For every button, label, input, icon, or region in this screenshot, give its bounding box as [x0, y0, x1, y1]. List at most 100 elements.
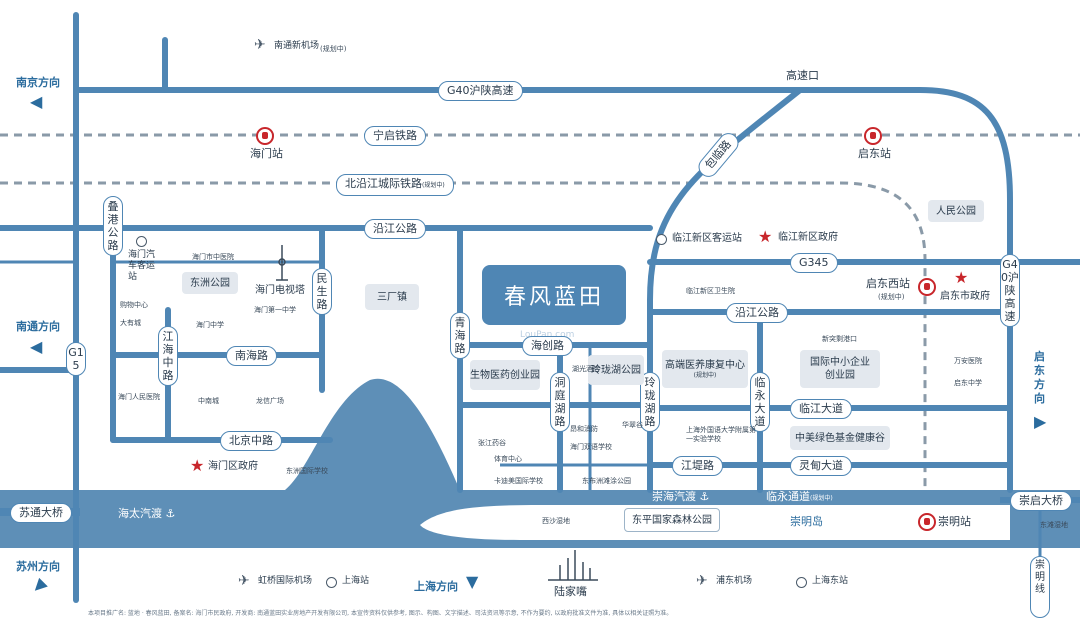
- poi-jiezun: 龙信广场: [256, 397, 284, 405]
- channel-linyong: 临永通道(规划中): [766, 490, 833, 503]
- footer-disclaimer: 本项目推广名: 蓝地 · 春风蓝田, 备案名: 海门市民政府, 开发商: 南通蓝…: [88, 610, 673, 617]
- lujiazui-label: 陆家嘴: [554, 585, 587, 598]
- road-dongting: 洞庭湖路: [550, 372, 570, 432]
- airplane-icon: ✈: [254, 37, 266, 53]
- metro-station-icon: [796, 577, 807, 588]
- project-logo: 春风蓝田: [482, 265, 626, 325]
- place-dongping: 东平国家森林公园: [624, 508, 720, 532]
- poi-wanan: 万安医院: [954, 357, 982, 365]
- road-diegang: 叠港公路: [103, 196, 123, 256]
- station-shanghai: 上海站: [342, 576, 370, 586]
- station-qidong-west: 启东西站: [866, 277, 910, 290]
- railway-station-icon: [864, 127, 882, 145]
- place-biomed: 生物医药创业园: [470, 360, 540, 390]
- arrow-down-icon: ▼: [466, 572, 479, 591]
- metro-station-icon: [326, 577, 337, 588]
- road-g40-top: G40沪陕高速: [438, 81, 523, 101]
- road-g40-right: G40沪陕高速: [1000, 254, 1020, 327]
- poi-dongzhou-school: 东洲国际学校: [286, 467, 328, 475]
- government-star-icon: ★: [954, 268, 969, 287]
- road-g345: G345: [790, 253, 838, 273]
- station-haimen: 海门站: [250, 147, 283, 160]
- railway-station-icon: [256, 127, 274, 145]
- river-bay: [285, 378, 460, 490]
- arrow-left-icon: ◀: [30, 337, 43, 356]
- place-linjiang-bus: 临江新区客运站: [672, 233, 742, 244]
- arrow-left-icon: ◀: [30, 92, 43, 111]
- railway-station-icon: [918, 278, 936, 296]
- road-qinghai: 青海路: [450, 312, 470, 359]
- rail-ningqi: 宁启铁路: [364, 126, 426, 146]
- baolin-road: [647, 87, 803, 493]
- bus-station-icon: [136, 236, 147, 247]
- poi-huacui: 华翠谷: [622, 421, 643, 429]
- airport-pudong: 浦东机场: [716, 576, 753, 586]
- place-sino-us: 中美绿色基金健康谷: [790, 426, 890, 450]
- direction-nantong: 南通方向: [16, 320, 60, 333]
- place-dongzhou-park: 东洲公园: [182, 272, 238, 294]
- direction-nanjing: 南京方向: [16, 76, 60, 89]
- road-jianghai: 江海中路: [158, 326, 178, 386]
- direction-qidong: 启东方向: [1034, 350, 1045, 405]
- bus-station-icon: [656, 234, 667, 245]
- station-qidong: 启东站: [858, 147, 891, 160]
- expressway-exit-label: 高速口: [786, 69, 819, 82]
- government-star-icon: ★: [190, 456, 205, 475]
- direction-suzhou: 苏州方向: [16, 560, 60, 573]
- poi-kadun: 卡迪美国际学校: [494, 477, 543, 485]
- poi-renmin-hospital: 海门人民医院: [118, 393, 160, 401]
- place-gaoduan: 高端医养康复中心(规划中): [662, 350, 748, 388]
- poi-guoqin: 体育中心: [494, 455, 522, 463]
- airport-hongqiao: 虹桥国际机场: [258, 576, 313, 586]
- road-nanhai: 南海路: [226, 346, 277, 366]
- road-linglong: 玲珑湖路: [640, 372, 660, 432]
- road-haichuang: 海创路: [522, 336, 573, 356]
- g40-right-road: [917, 87, 1013, 493]
- poi-linjiang-health: 临江新区卫生院: [686, 287, 735, 295]
- place-qidong-gov: 启东市政府: [940, 291, 990, 302]
- poi-haimen-no1: 海门第一中学: [254, 306, 296, 314]
- poi-xiaofang: 昂和消防: [570, 425, 598, 433]
- rail-beiyan: 北沿江城际铁路(规划中): [336, 174, 454, 196]
- place-people-park: 人民公园: [928, 200, 984, 222]
- poi-qidong-middle: 启东中学: [954, 379, 982, 387]
- poi-xinchuang: 新突剩港口: [822, 335, 857, 343]
- direction-shanghai: 上海方向: [414, 580, 458, 593]
- poi-zhangjiang: 张江药谷: [478, 439, 506, 447]
- road-yanjiang-west: 沿江公路: [364, 219, 426, 239]
- poi-lingyi: 海门双语学校: [570, 443, 612, 451]
- station-qidong-west-note: (规划中): [878, 293, 905, 301]
- poi-haimen-middle: 海门中学: [196, 321, 224, 329]
- airplane-icon: ✈: [238, 573, 250, 589]
- government-star-icon: ★: [758, 227, 773, 246]
- poi-xisha: 西沙湿地: [542, 517, 570, 525]
- lujiazui-skyline: [548, 550, 598, 581]
- airport-nantong-new-note: (规划中): [320, 45, 347, 53]
- place-haimen-gov: 海门区政府: [208, 461, 258, 472]
- road-beijing: 北京中路: [220, 431, 282, 451]
- poi-zhongnan: 中南城: [198, 397, 219, 405]
- airport-nantong-new: 南通新机场: [274, 41, 320, 51]
- station-chongming: 崇明站: [938, 515, 971, 528]
- place-linglong-park: 玲珑湖公园: [588, 355, 644, 385]
- road-g15: G15: [66, 342, 86, 376]
- arrow-right-icon: ▶: [1034, 412, 1047, 431]
- poi-gouwu: 购物中心: [120, 301, 148, 309]
- place-sanchang: 三厂镇: [365, 284, 419, 310]
- poi-haimen-hospital: 海门市中医院: [192, 253, 234, 261]
- watermark: LouPan.com: [520, 330, 575, 340]
- tv-tower-icon: [276, 245, 288, 281]
- road-lingdian: 灵甸大道: [790, 456, 852, 476]
- island-chongming: 崇明岛: [790, 515, 823, 528]
- airplane-icon: ✈: [696, 573, 708, 589]
- place-linjiang-gov: 临江新区政府: [778, 232, 838, 243]
- poi-shanghai-foreign: 上海外国语大学附属第一实验学校: [686, 426, 756, 443]
- station-shanghai-east: 上海东站: [812, 576, 849, 586]
- road-linyong: 临永大道: [750, 372, 770, 432]
- road-linjiang: 临江大道: [790, 399, 852, 419]
- bridge-chongqi: 崇启大桥: [1010, 491, 1072, 511]
- ferry-chonghai: 崇海汽渡 ⚓: [652, 490, 710, 503]
- road-minsheng: 民生路: [312, 268, 332, 315]
- place-sme-park: 国际中小企业创业园: [800, 350, 880, 388]
- poi-jiangxing: 湖光酒店: [572, 365, 600, 373]
